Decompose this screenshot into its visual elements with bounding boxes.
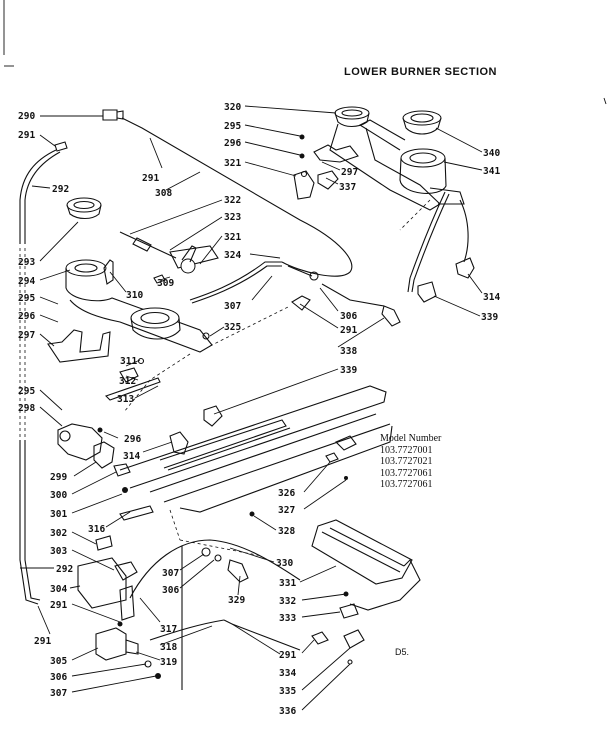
callout-307: 307 xyxy=(224,301,241,312)
lower-manifold-assembly xyxy=(19,385,421,690)
callout-291: 291 xyxy=(18,130,35,141)
callout-298: 298 xyxy=(18,403,35,414)
callout-323: 323 xyxy=(224,212,241,223)
callout-296: 296 xyxy=(18,311,35,322)
callout-292: 292 xyxy=(52,184,69,195)
callout-307: 307 xyxy=(50,688,67,699)
callout-319: 319 xyxy=(160,657,177,668)
callout-320: 320 xyxy=(224,102,241,113)
callout-297: 297 xyxy=(18,330,35,341)
callout-327: 327 xyxy=(278,505,295,516)
callout-341: 341 xyxy=(483,166,500,177)
model-number-item: 103.7727061 xyxy=(380,467,433,479)
callout-333: 333 xyxy=(279,613,296,624)
model-number-item: 103.7727021 xyxy=(380,456,433,467)
callout-303: 303 xyxy=(50,546,67,557)
callout-308: 308 xyxy=(155,188,172,199)
callout-294: 294 xyxy=(18,276,35,287)
callout-305: 305 xyxy=(50,656,67,667)
callout-313: 313 xyxy=(117,394,134,405)
model-number-item: 103.7727061 xyxy=(380,479,433,490)
callout-339: 339 xyxy=(481,312,498,323)
callout-321: 321 xyxy=(224,232,241,243)
left-burner-assembly xyxy=(19,109,353,401)
callout-295: 295 xyxy=(18,386,35,397)
callout-336: 336 xyxy=(279,706,296,717)
callout-310: 310 xyxy=(126,290,143,301)
callout-340: 340 xyxy=(483,148,500,159)
callout-307: 307 xyxy=(162,568,179,579)
callout-293: 293 xyxy=(18,257,35,268)
callout-325: 325 xyxy=(224,322,241,333)
callout-291: 291 xyxy=(50,600,67,611)
callout-302: 302 xyxy=(50,528,67,539)
model-number-heading: Model Number xyxy=(380,433,442,444)
diagram-code: D5. xyxy=(395,647,410,657)
callout-309: 309 xyxy=(157,278,174,289)
callout-322: 322 xyxy=(224,195,241,206)
callout-296: 296 xyxy=(124,434,141,445)
callout-291: 291 xyxy=(279,650,296,661)
callout-296: 296 xyxy=(224,138,241,149)
callout-314: 314 xyxy=(123,451,140,462)
callout-300: 300 xyxy=(50,490,67,501)
callout-labels: 290 291 292 293 294 295 296 297 295 298 … xyxy=(18,102,500,717)
callout-304: 304 xyxy=(50,584,67,595)
callout-306: 306 xyxy=(50,672,67,683)
model-number-item: 103.7727001 xyxy=(380,444,433,456)
callout-301: 301 xyxy=(50,509,67,520)
right-burner-assembly xyxy=(287,106,475,327)
diagram-title: LOWER BURNER SECTION xyxy=(344,66,497,78)
callout-329: 329 xyxy=(228,595,245,606)
guide-lines xyxy=(19,199,431,557)
callout-311: 311 xyxy=(120,356,137,367)
callout-335: 335 xyxy=(279,686,296,697)
callout-332: 332 xyxy=(279,596,296,607)
model-number-block: Model Number 103.7727001 103.7727021 103… xyxy=(380,433,441,491)
callout-330: 330 xyxy=(276,558,293,569)
callout-334: 334 xyxy=(279,668,296,679)
callout-297: 297 xyxy=(341,167,358,178)
callout-331: 331 xyxy=(279,578,296,589)
callout-291: 291 xyxy=(142,173,159,184)
callout-324: 324 xyxy=(224,250,241,261)
callout-306: 306 xyxy=(162,585,179,596)
callout-338: 338 xyxy=(340,346,357,357)
callout-316: 316 xyxy=(88,524,105,535)
callout-326: 326 xyxy=(278,488,295,499)
callout-312: 312 xyxy=(119,376,136,387)
callout-318: 318 xyxy=(160,642,177,653)
callout-339: 339 xyxy=(340,365,357,376)
callout-299: 299 xyxy=(50,472,67,483)
scan-edge-marks xyxy=(3,0,607,105)
callout-290: 290 xyxy=(18,111,35,122)
callout-314: 314 xyxy=(483,292,500,303)
callout-337: 337 xyxy=(339,182,356,193)
leader-lines xyxy=(20,105,483,711)
callout-292: 292 xyxy=(56,564,73,575)
callout-295: 295 xyxy=(18,293,35,304)
callout-328: 328 xyxy=(278,526,295,537)
callout-291: 291 xyxy=(340,325,357,336)
callout-306: 306 xyxy=(340,311,357,322)
callout-321: 321 xyxy=(224,158,241,169)
callout-295: 295 xyxy=(224,121,241,132)
callout-291: 291 xyxy=(34,636,51,647)
callout-317: 317 xyxy=(160,624,177,635)
